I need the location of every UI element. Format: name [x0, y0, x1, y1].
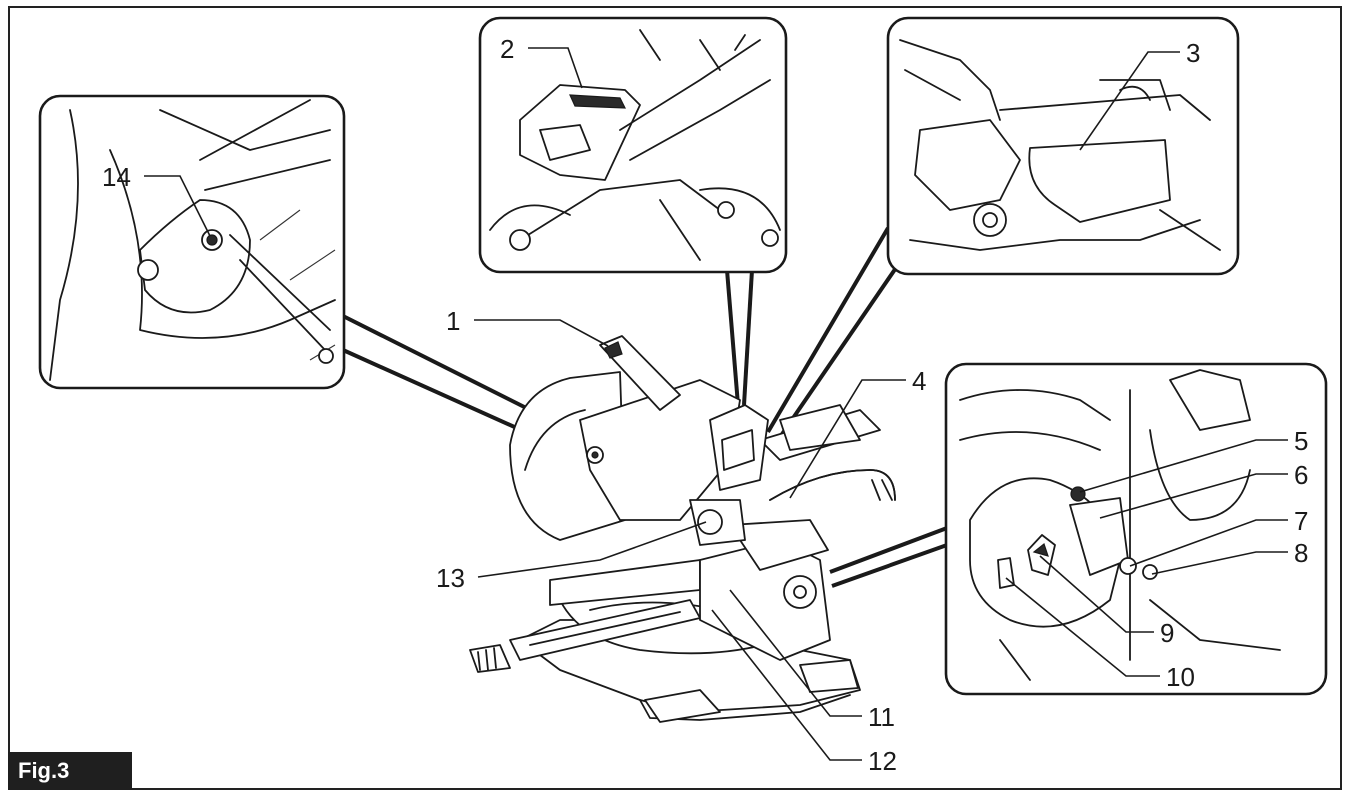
inset-3-dust-bag: [1028, 139, 1171, 223]
inset-14-detail: [38, 94, 346, 390]
inset-14-outline: [49, 109, 79, 381]
miter-saw-illustration: [469, 335, 896, 723]
callout-labels: 1 2 3 4 5 6 7 8 9 10 11 12 13 14: [102, 34, 1308, 776]
inset-right-detail: [944, 362, 1328, 696]
callout-11: 11: [868, 702, 895, 732]
inset-2-leader-left: [725, 269, 740, 406]
callout-9: 9: [1160, 618, 1174, 648]
callout-2: 2: [500, 34, 514, 64]
saw-grip-box: [709, 404, 769, 491]
callout-14: 14: [102, 162, 131, 192]
callout-11-leader: [729, 589, 862, 717]
figure-tag: Fig.3: [8, 752, 132, 790]
callout-12: 12: [868, 746, 897, 776]
callout-7-leader: [1129, 519, 1288, 567]
inset-3-leader-right: [776, 260, 902, 442]
figure-frame: [8, 6, 1342, 790]
callout-5-leader: [1079, 439, 1288, 493]
callout-6: 6: [1294, 460, 1308, 490]
callout-9-leader: [1039, 555, 1154, 633]
callout-7: 7: [1294, 506, 1308, 536]
inset-3-detail: [886, 16, 1240, 276]
callout-1-leader: [474, 319, 609, 347]
callout-10-leader: [1005, 577, 1160, 677]
callout-5: 5: [1294, 426, 1308, 456]
inset-right-frame: [944, 362, 1328, 696]
callout-1: 1: [446, 306, 460, 336]
inset-right-leader-bottom: [831, 543, 948, 588]
inset-2-handle-grip: [519, 84, 641, 181]
callout-8-leader: [1151, 551, 1288, 575]
callout-3-leader: [1079, 51, 1180, 151]
saw-front-knob: [469, 644, 511, 673]
saw-motor-arm: [579, 379, 741, 521]
inset-right-leader-top: [829, 526, 948, 574]
callout-13-leader: [477, 521, 707, 578]
callout-2-leader: [528, 47, 583, 89]
callout-leaders: [144, 47, 1288, 761]
callout-13: 13: [436, 563, 465, 593]
callout-8: 8: [1294, 538, 1308, 568]
inset-3-leader-left: [766, 226, 890, 434]
callout-4-leader: [789, 379, 906, 499]
callout-6-leader: [1099, 473, 1288, 519]
callout-10: 10: [1166, 662, 1195, 692]
callout-3: 3: [1186, 38, 1200, 68]
callout-4: 4: [912, 366, 926, 396]
callout-14-leader: [144, 175, 211, 237]
inset-2-leader-right: [742, 269, 754, 406]
inset-right-lever: [1027, 534, 1056, 576]
callout-12-leader: [711, 609, 862, 761]
inset-14-frame: [38, 94, 346, 390]
inset-2-detail: [478, 16, 788, 274]
